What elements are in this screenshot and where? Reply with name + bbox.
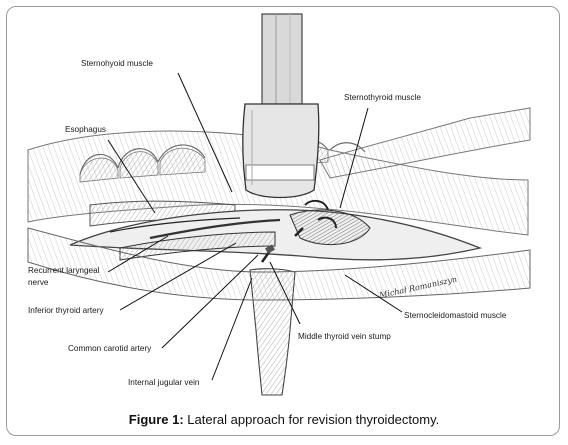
label-middle-thyroid: Middle thyroid vein stump bbox=[298, 332, 391, 341]
figure-caption: Figure 1: Lateral approach for revision … bbox=[0, 412, 568, 427]
label-sternocleidomastoid: Sternocleidomastoid muscle bbox=[404, 311, 507, 320]
sternothyroid-strap bbox=[319, 107, 531, 179]
leader-lines bbox=[107, 72, 403, 381]
label-recurrent-line2: nerve bbox=[28, 278, 49, 287]
label-recurrent-line1: Recurrent laryngeal bbox=[28, 266, 100, 275]
label-esophagus: Esophagus bbox=[65, 125, 106, 134]
retractor bbox=[242, 13, 320, 199]
surgical-field bbox=[69, 199, 483, 263]
caption-text: Lateral approach for revision thyroidect… bbox=[183, 412, 440, 427]
label-sternohyoid: Sternohyoid muscle bbox=[81, 59, 153, 68]
label-internal-jugular: Internal jugular vein bbox=[128, 378, 200, 387]
caption-figure-number: Figure 1: bbox=[128, 412, 184, 427]
label-common-carotid: Common carotid artery bbox=[68, 344, 152, 353]
label-inferior-thyroid: Inferior thyroid artery bbox=[28, 306, 104, 315]
label-sternothyroid: Sternothyroid muscle bbox=[344, 93, 421, 102]
sternocleidomastoid-shape bbox=[27, 227, 531, 301]
